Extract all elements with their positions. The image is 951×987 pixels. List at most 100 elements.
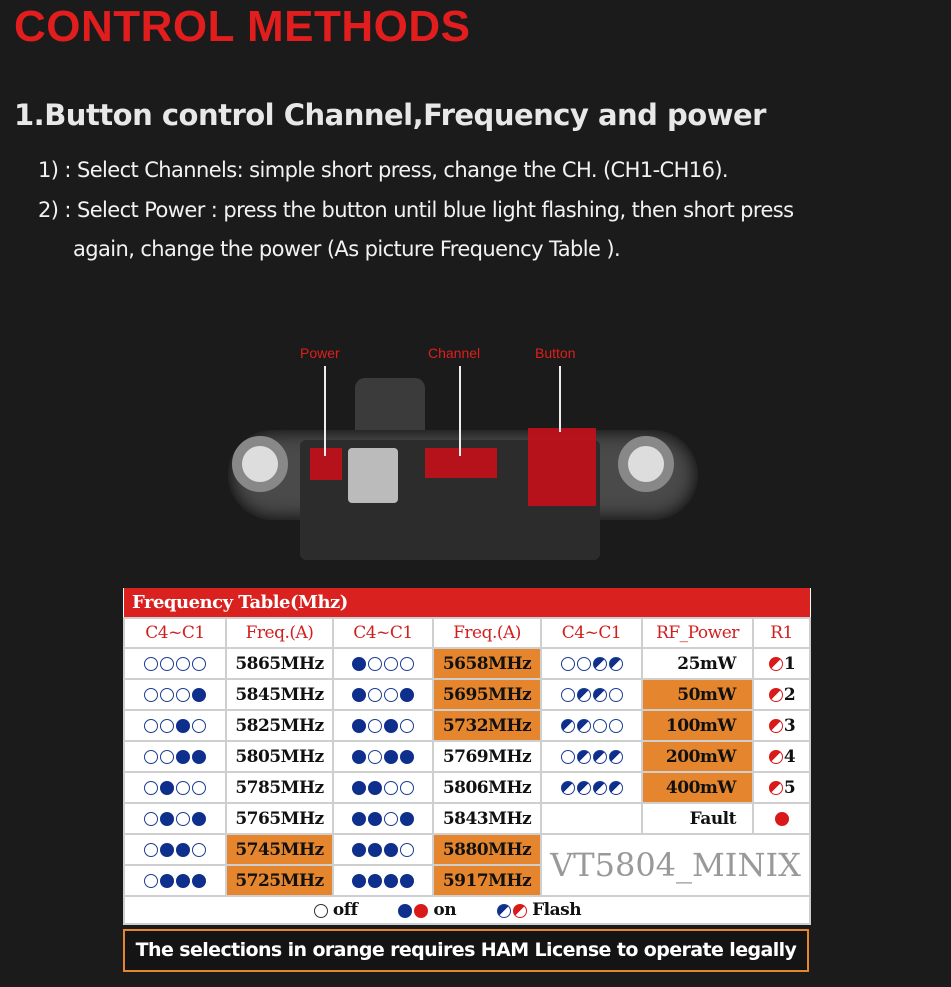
r1-cell: 2 — [752, 678, 811, 711]
power-cell: 400mW — [641, 771, 754, 804]
channel-pattern — [123, 833, 227, 866]
instruction-2: 2) : Select Power : press the button unt… — [38, 198, 794, 222]
led-off-icon — [176, 657, 190, 671]
led-on-icon — [352, 812, 366, 826]
channel-pattern — [332, 709, 434, 742]
channel-pattern — [332, 864, 434, 897]
led-off-icon — [144, 688, 158, 702]
led-on-icon — [192, 812, 206, 826]
r1-cell: 3 — [752, 709, 811, 742]
led-on-icon — [352, 843, 366, 857]
led-off-icon — [176, 812, 190, 826]
led-off-icon — [160, 657, 174, 671]
power-pattern — [540, 771, 643, 804]
r1-count: 3 — [783, 715, 796, 736]
led-off-icon — [560, 750, 575, 764]
table-row: 5805MHz 5769MHz 200mW 4 — [123, 740, 811, 773]
led-flash-icon — [576, 719, 591, 733]
led-flash-icon — [560, 719, 575, 733]
led-red-on-icon — [414, 903, 429, 918]
led-on-icon — [400, 688, 414, 702]
led-on-icon — [160, 781, 174, 795]
led-off-icon — [192, 781, 206, 795]
led-on-icon — [352, 688, 366, 702]
led-flash-icon — [592, 657, 607, 671]
model-name: VT5804_MINIX — [540, 833, 811, 897]
led-flash-icon — [592, 688, 607, 702]
led-off-icon — [144, 719, 158, 733]
power-pattern — [540, 678, 643, 711]
led-flash-icon — [608, 750, 623, 764]
instruction-2-cont: again, change the power (As picture Freq… — [73, 237, 621, 261]
led-red-flash-icon — [768, 750, 783, 764]
table-row: 5865MHz 5658MHz 25mW 1 — [123, 647, 811, 680]
led-off-icon — [192, 843, 206, 857]
led-on-icon — [368, 874, 382, 888]
power-cell: 200mW — [641, 740, 754, 773]
led-off-icon — [144, 781, 158, 795]
page-title: CONTROL METHODS — [14, 2, 471, 51]
r1-count: 4 — [783, 746, 796, 767]
led-off-icon — [144, 874, 158, 888]
frequency-cell: 5765MHz — [225, 802, 334, 835]
led-off-icon — [384, 812, 398, 826]
led-on-icon — [192, 874, 206, 888]
led-off-icon — [368, 750, 382, 764]
led-off-icon — [608, 688, 623, 702]
led-off-icon — [160, 688, 174, 702]
table-row: 5785MHz 5806MHz 400mW 5 — [123, 771, 811, 804]
channel-pattern — [123, 802, 227, 835]
led-flash-icon — [608, 781, 623, 795]
led-on-icon — [384, 874, 398, 888]
section-heading: 1.Button control Channel,Frequency and p… — [14, 98, 766, 132]
channel-pattern — [332, 802, 434, 835]
led-off-icon — [576, 657, 591, 671]
table-row: 5825MHz 5732MHz 100mW 3 — [123, 709, 811, 742]
table-row: 5845MHz 5695MHz 50mW 2 — [123, 678, 811, 711]
legend-on: on — [433, 900, 457, 920]
led-on-icon — [192, 688, 206, 702]
led-off-icon — [192, 657, 206, 671]
led-on-icon — [398, 903, 413, 918]
led-off-icon — [176, 688, 190, 702]
channel-pattern — [123, 647, 227, 680]
led-off-icon — [400, 657, 414, 671]
led-on-icon — [160, 843, 174, 857]
channel-label: Channel — [428, 345, 481, 361]
led-on-icon — [400, 812, 414, 826]
table-row: 5725MHz 5917MHz — [123, 864, 810, 897]
ham-license-note: The selections in orange requires HAM Li… — [123, 929, 809, 972]
channel-pattern — [123, 709, 227, 742]
channel-pattern — [123, 864, 227, 897]
led-on-icon — [384, 843, 398, 857]
led-red-flash-icon — [768, 688, 783, 702]
led-flash-icon — [560, 781, 575, 795]
table-caption: Frequency Table(Mhz) — [124, 588, 810, 618]
led-flash-icon — [592, 781, 607, 795]
frequency-cell: 5880MHz — [432, 833, 542, 866]
led-flash-icon — [497, 903, 512, 918]
instruction-1: 1) : Select Channels: simple short press… — [38, 158, 729, 182]
led-off-icon — [592, 719, 607, 733]
column-header: R1 — [752, 617, 811, 649]
table-row: 5765MHz 5843MHz Fault — [123, 802, 811, 835]
led-off-icon — [368, 688, 382, 702]
column-header: Freq.(A) — [432, 617, 542, 649]
frequency-cell: 5732MHz — [432, 709, 542, 742]
led-on-icon — [400, 874, 414, 888]
led-red-on-icon — [774, 812, 789, 826]
legend-flash: Flash — [532, 900, 582, 920]
column-header: C4~C1 — [540, 617, 643, 649]
column-header: C4~C1 — [123, 617, 227, 649]
power-label: Power — [300, 345, 340, 361]
frequency-cell: 5806MHz — [432, 771, 542, 804]
led-red-flash-icon — [768, 657, 783, 671]
led-on-icon — [176, 874, 190, 888]
channel-pattern — [332, 833, 434, 866]
led-on-icon — [368, 843, 382, 857]
r1-cell: 5 — [752, 771, 811, 804]
led-off-icon — [313, 903, 328, 918]
channel-pattern — [332, 771, 434, 804]
